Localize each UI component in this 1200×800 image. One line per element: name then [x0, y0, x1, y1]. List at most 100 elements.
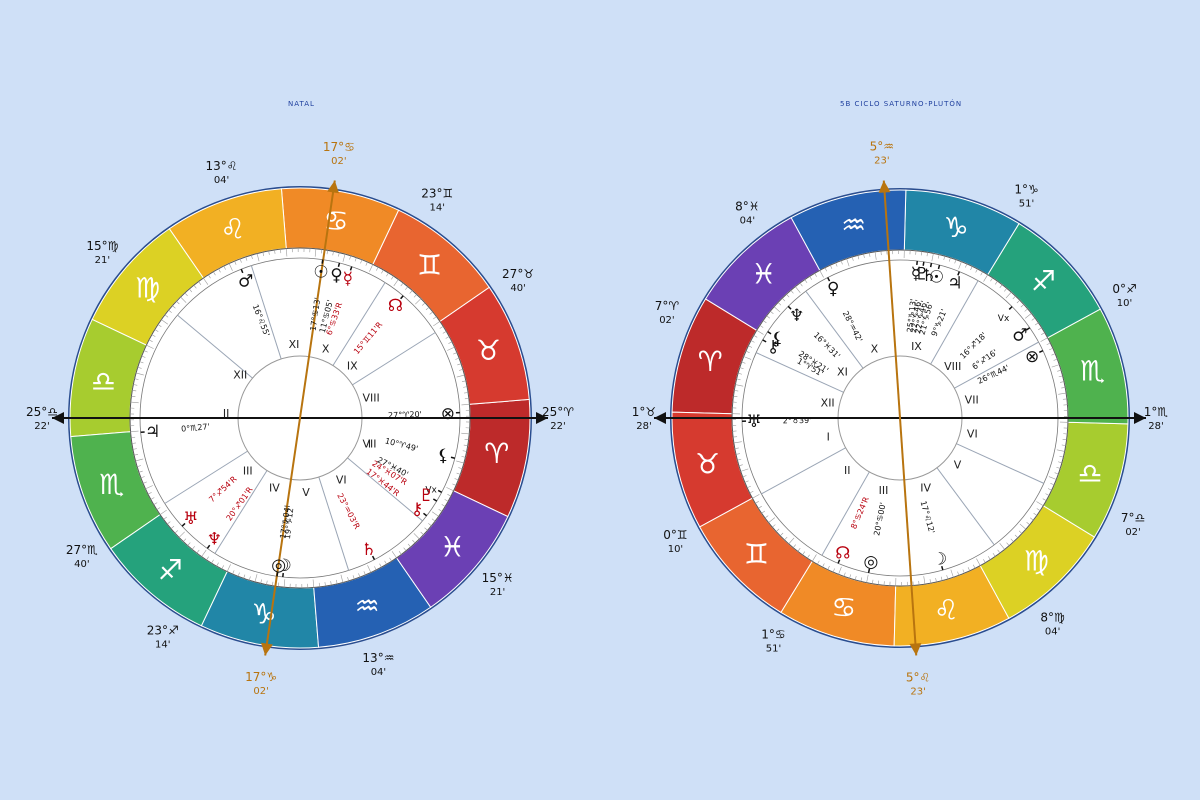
degree-tick [216, 562, 219, 567]
degree-tick [877, 580, 879, 585]
planet-glyph: ♅ [183, 509, 198, 529]
cusp-label-minutes: 22' [550, 421, 565, 432]
degree-tick [256, 253, 260, 262]
degree-tick [137, 366, 142, 369]
degree-tick [756, 330, 764, 335]
degree-tick [415, 298, 422, 305]
degree-tick [740, 468, 749, 472]
degree-tick [431, 518, 436, 522]
degree-tick [131, 395, 136, 398]
house-number-X: X [871, 343, 879, 356]
degree-tick [332, 251, 334, 256]
degree-tick [759, 325, 764, 328]
house-number-V: V [302, 486, 310, 499]
planet-tick [450, 456, 456, 459]
house-number-VIII: VIII [944, 360, 961, 373]
degree-tick [374, 566, 377, 571]
degree-tick [1054, 472, 1059, 475]
planet-tick [827, 277, 831, 282]
degree-tick [201, 549, 207, 557]
degree-tick [463, 444, 468, 446]
cusp-label-degree: 8°♓ [735, 199, 759, 213]
degree-tick [184, 292, 188, 297]
degree-tick [857, 255, 860, 260]
degree-tick [409, 290, 413, 294]
degree-tick [1041, 332, 1045, 335]
degree-tick [213, 271, 216, 276]
mc-arrowhead [327, 180, 340, 194]
cusp-label-degree: 1°♋ [761, 628, 785, 642]
scorpio-glyph: ♏ [99, 468, 124, 501]
degree-tick [330, 581, 332, 586]
degree-tick [464, 438, 469, 441]
degree-tick [829, 265, 833, 269]
degree-tick [962, 569, 965, 574]
planet-tick [349, 266, 353, 271]
sagittarius-glyph: ♐ [158, 553, 183, 586]
planet-tick [206, 544, 211, 549]
house-cusp-line [930, 280, 979, 365]
house-number-XI: XI [289, 338, 300, 351]
degree-tick [458, 467, 463, 470]
planet-position-label: 25°♑13' [905, 298, 918, 333]
degree-tick [1040, 337, 1048, 342]
degree-tick [755, 501, 759, 504]
house-number-IV: IV [920, 481, 931, 494]
degree-tick [277, 582, 280, 587]
house-cusp-line [164, 450, 248, 504]
virgo-glyph: ♍ [135, 271, 160, 304]
degree-tick [461, 456, 466, 458]
libra-glyph: ♎ [1077, 457, 1102, 490]
degree-tick [446, 487, 454, 492]
degree-tick [763, 320, 767, 324]
degree-tick [338, 252, 340, 257]
degree-tick [455, 357, 460, 360]
degree-tick [161, 319, 169, 325]
cancer-glyph: ♋ [831, 591, 856, 624]
house-cusp-line [177, 314, 253, 379]
degree-tick [462, 450, 467, 452]
degree-tick [156, 507, 161, 510]
planet-glyph: ♂ [1012, 326, 1027, 346]
degree-tick [391, 551, 397, 559]
degree-tick [134, 454, 139, 456]
house-number-III: III [879, 484, 889, 497]
degree-tick [193, 285, 197, 289]
degree-tick [792, 544, 796, 548]
degree-tick [1061, 444, 1066, 446]
degree-tick [248, 576, 251, 581]
planet-tick [762, 339, 767, 343]
degree-tick [743, 356, 752, 360]
planet-tick [941, 566, 944, 571]
degree-tick [398, 551, 402, 555]
degree-tick [178, 531, 185, 538]
degree-tick [148, 339, 153, 342]
degree-tick [369, 264, 374, 272]
natal-chart-title: NATAL [288, 100, 315, 108]
degree-tick [262, 252, 264, 257]
degree-tick [983, 559, 986, 563]
degree-tick [851, 256, 854, 261]
degree-tick [954, 259, 957, 264]
degree-tick [441, 504, 446, 507]
degree-tick [817, 560, 820, 565]
degree-tick [243, 574, 246, 579]
degree-tick [1047, 488, 1052, 491]
degree-tick [133, 384, 138, 386]
degree-tick [425, 307, 430, 311]
degree-tick [1026, 522, 1030, 526]
degree-tick [139, 361, 144, 364]
planet-glyph: ♀ [827, 279, 839, 299]
degree-tick [770, 310, 774, 314]
degree-tick [180, 296, 187, 303]
house-cusp-line [755, 352, 844, 393]
degree-tick [1024, 308, 1028, 312]
degree-tick [218, 268, 221, 273]
degree-tick [1050, 483, 1055, 486]
degree-tick [965, 263, 968, 268]
cusp-label-degree: 1°♑ [1014, 182, 1038, 196]
degree-tick [379, 563, 382, 568]
degree-tick [254, 574, 258, 582]
